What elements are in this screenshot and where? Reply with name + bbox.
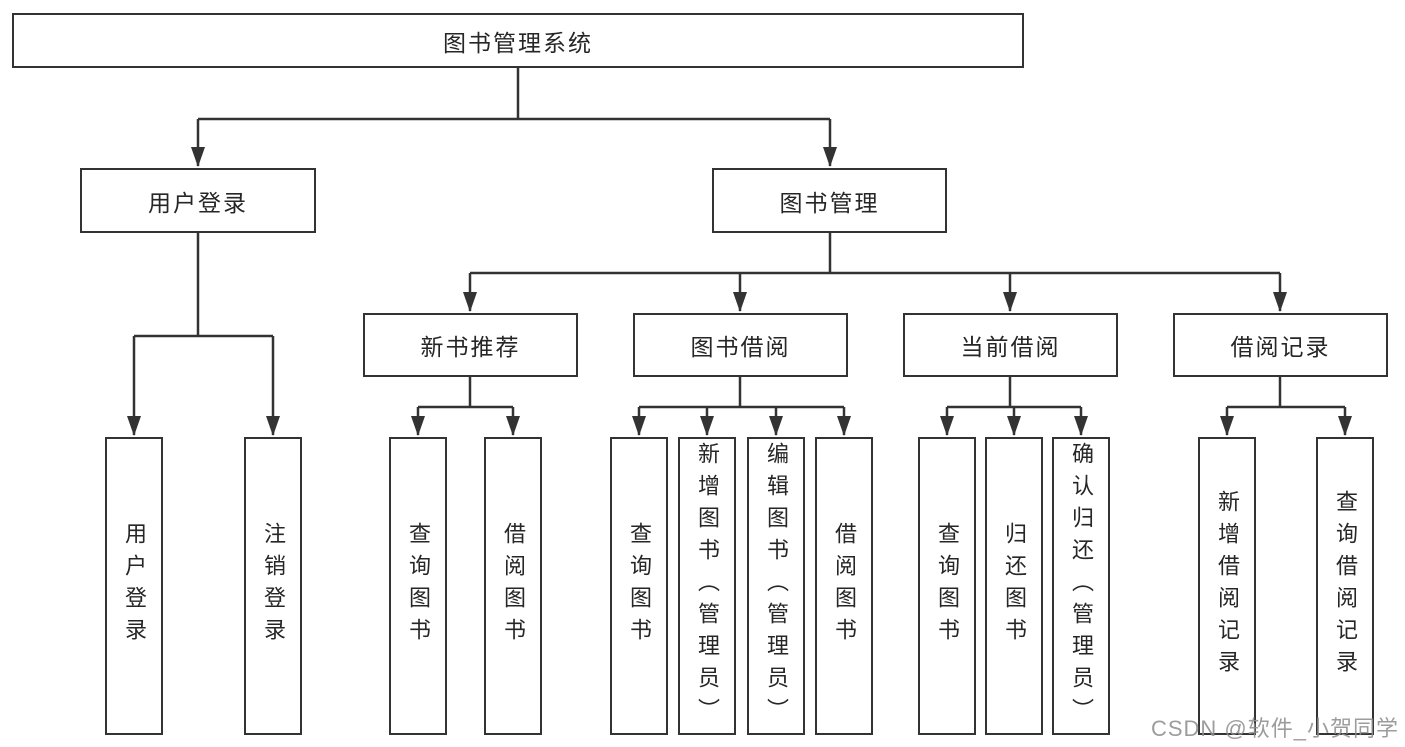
connector-root-stem xyxy=(198,68,830,121)
node-new-book-recommendation: 新书推荐 xyxy=(363,313,578,377)
connector-login-stem xyxy=(134,233,273,338)
leaf-borrow-query-books: 查询图书 xyxy=(610,437,668,735)
leaf-current-confirm-return-admin: 确认归还（管理员） xyxy=(1052,437,1110,735)
node-book-management: 图书管理 xyxy=(712,168,947,233)
leaf-user-login: 用户登录 xyxy=(105,437,163,735)
connector-mgmt-stem xyxy=(470,233,1280,275)
node-user-login: 用户登录 xyxy=(80,168,316,233)
csdn-watermark: CSDN @软件_小贺同学 xyxy=(1150,716,1399,741)
leaf-borrow-edit-books-admin: 编辑图书（管理员） xyxy=(747,437,805,735)
leaf-logout: 注销登录 xyxy=(244,437,302,735)
node-book-borrowing: 图书借阅 xyxy=(633,313,848,377)
leaf-records-query-record: 查询借阅记录 xyxy=(1316,437,1374,735)
node-borrowing-records: 借阅记录 xyxy=(1173,313,1388,377)
leaf-current-return-books: 归还图书 xyxy=(985,437,1043,735)
connector-current-stem xyxy=(947,377,1081,409)
leaf-newbook-query-books: 查询图书 xyxy=(389,437,447,735)
leaf-borrow-borrow-books: 借阅图书 xyxy=(815,437,873,735)
node-library-management-system: 图书管理系统 xyxy=(12,13,1024,68)
node-current-borrowing: 当前借阅 xyxy=(903,313,1118,377)
leaf-borrow-add-books-admin: 新增图书（管理员） xyxy=(678,437,736,735)
connector-borrow-stem xyxy=(639,377,844,409)
connector-newbook-stem xyxy=(418,377,513,409)
leaf-records-add-record: 新增借阅记录 xyxy=(1198,437,1256,735)
connector-records-stem xyxy=(1227,377,1345,409)
leaf-newbook-borrow-books: 借阅图书 xyxy=(484,437,542,735)
leaf-current-query-books: 查询图书 xyxy=(918,437,976,735)
